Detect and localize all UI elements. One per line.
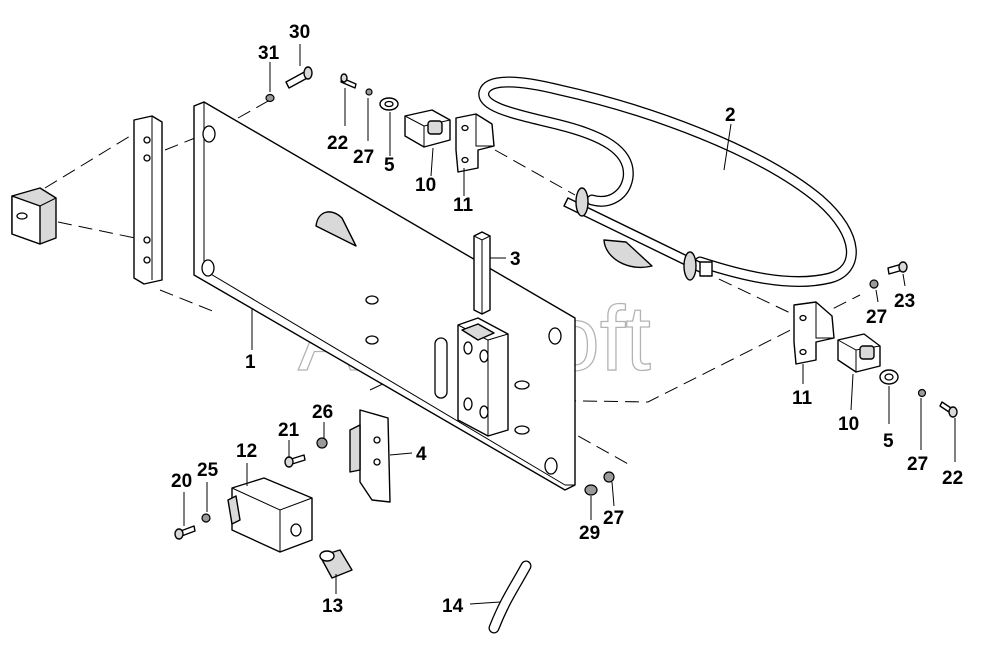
callout-23: 23 bbox=[894, 291, 915, 312]
callout-10-lower: 10 bbox=[838, 414, 859, 435]
callout-27-bottom: 27 bbox=[603, 508, 624, 529]
vertical-strip-plate bbox=[133, 115, 163, 285]
bolt-22-lower bbox=[939, 401, 958, 418]
callout-14: 14 bbox=[442, 596, 464, 617]
callout-29: 29 bbox=[579, 523, 600, 544]
fitting bbox=[319, 549, 353, 579]
bolt-23 bbox=[887, 261, 908, 275]
callout-20: 20 bbox=[171, 471, 192, 492]
vertical-rod bbox=[473, 231, 491, 315]
washer-lower bbox=[879, 369, 899, 385]
shaft-assembly bbox=[563, 187, 713, 281]
nut-27-upper bbox=[365, 88, 373, 96]
hose bbox=[488, 560, 532, 634]
callout-5-upper: 5 bbox=[384, 155, 395, 176]
callout-21: 21 bbox=[278, 420, 300, 441]
nut-27-bottom bbox=[603, 471, 615, 483]
nut-27-right bbox=[869, 279, 879, 289]
nut-27-lower-right bbox=[917, 388, 927, 398]
nut-25 bbox=[201, 513, 211, 523]
callout-27-upper: 27 bbox=[353, 147, 374, 168]
callout-5-lower: 5 bbox=[883, 431, 894, 452]
leader-lines bbox=[183, 44, 956, 605]
callout-11-upper: 11 bbox=[453, 195, 474, 216]
clip-bracket-upper bbox=[455, 113, 495, 173]
tube-loop bbox=[478, 76, 857, 288]
callout-12: 12 bbox=[236, 441, 257, 462]
rubber-block-lower bbox=[837, 333, 881, 373]
callout-30: 30 bbox=[289, 22, 310, 43]
callout-13: 13 bbox=[322, 596, 343, 617]
callout-22-upper: 22 bbox=[327, 133, 348, 154]
callout-3: 3 bbox=[510, 249, 521, 270]
callout-10-upper: 10 bbox=[415, 175, 436, 196]
washer-upper bbox=[379, 97, 399, 111]
callout-26: 26 bbox=[312, 402, 333, 423]
latch-block bbox=[457, 317, 509, 437]
mounting-bracket bbox=[349, 409, 391, 503]
nut-26 bbox=[316, 437, 328, 449]
callout-25: 25 bbox=[197, 460, 219, 481]
clip-bracket-lower bbox=[793, 301, 835, 365]
nut-31 bbox=[265, 93, 275, 103]
side-bracket bbox=[11, 187, 57, 245]
bolt-22-upper bbox=[340, 73, 357, 89]
callout-2: 2 bbox=[725, 105, 736, 126]
callout-27-right: 27 bbox=[866, 307, 887, 328]
callouts: 1 2 3 4 5 5 10 10 11 11 12 13 14 20 21 2… bbox=[171, 22, 963, 617]
bolt-21 bbox=[284, 454, 306, 468]
callout-1: 1 bbox=[245, 352, 256, 373]
nut-29 bbox=[584, 484, 598, 496]
callout-4: 4 bbox=[416, 444, 427, 465]
callout-27-lower-right: 27 bbox=[907, 454, 928, 475]
switch-box bbox=[227, 477, 313, 553]
callout-11-lower: 11 bbox=[792, 388, 813, 409]
bolt-30 bbox=[285, 66, 313, 89]
bolt-20 bbox=[174, 525, 196, 540]
callout-22-lower: 22 bbox=[942, 468, 963, 489]
callout-31: 31 bbox=[258, 43, 280, 64]
rubber-block-upper bbox=[404, 109, 451, 148]
